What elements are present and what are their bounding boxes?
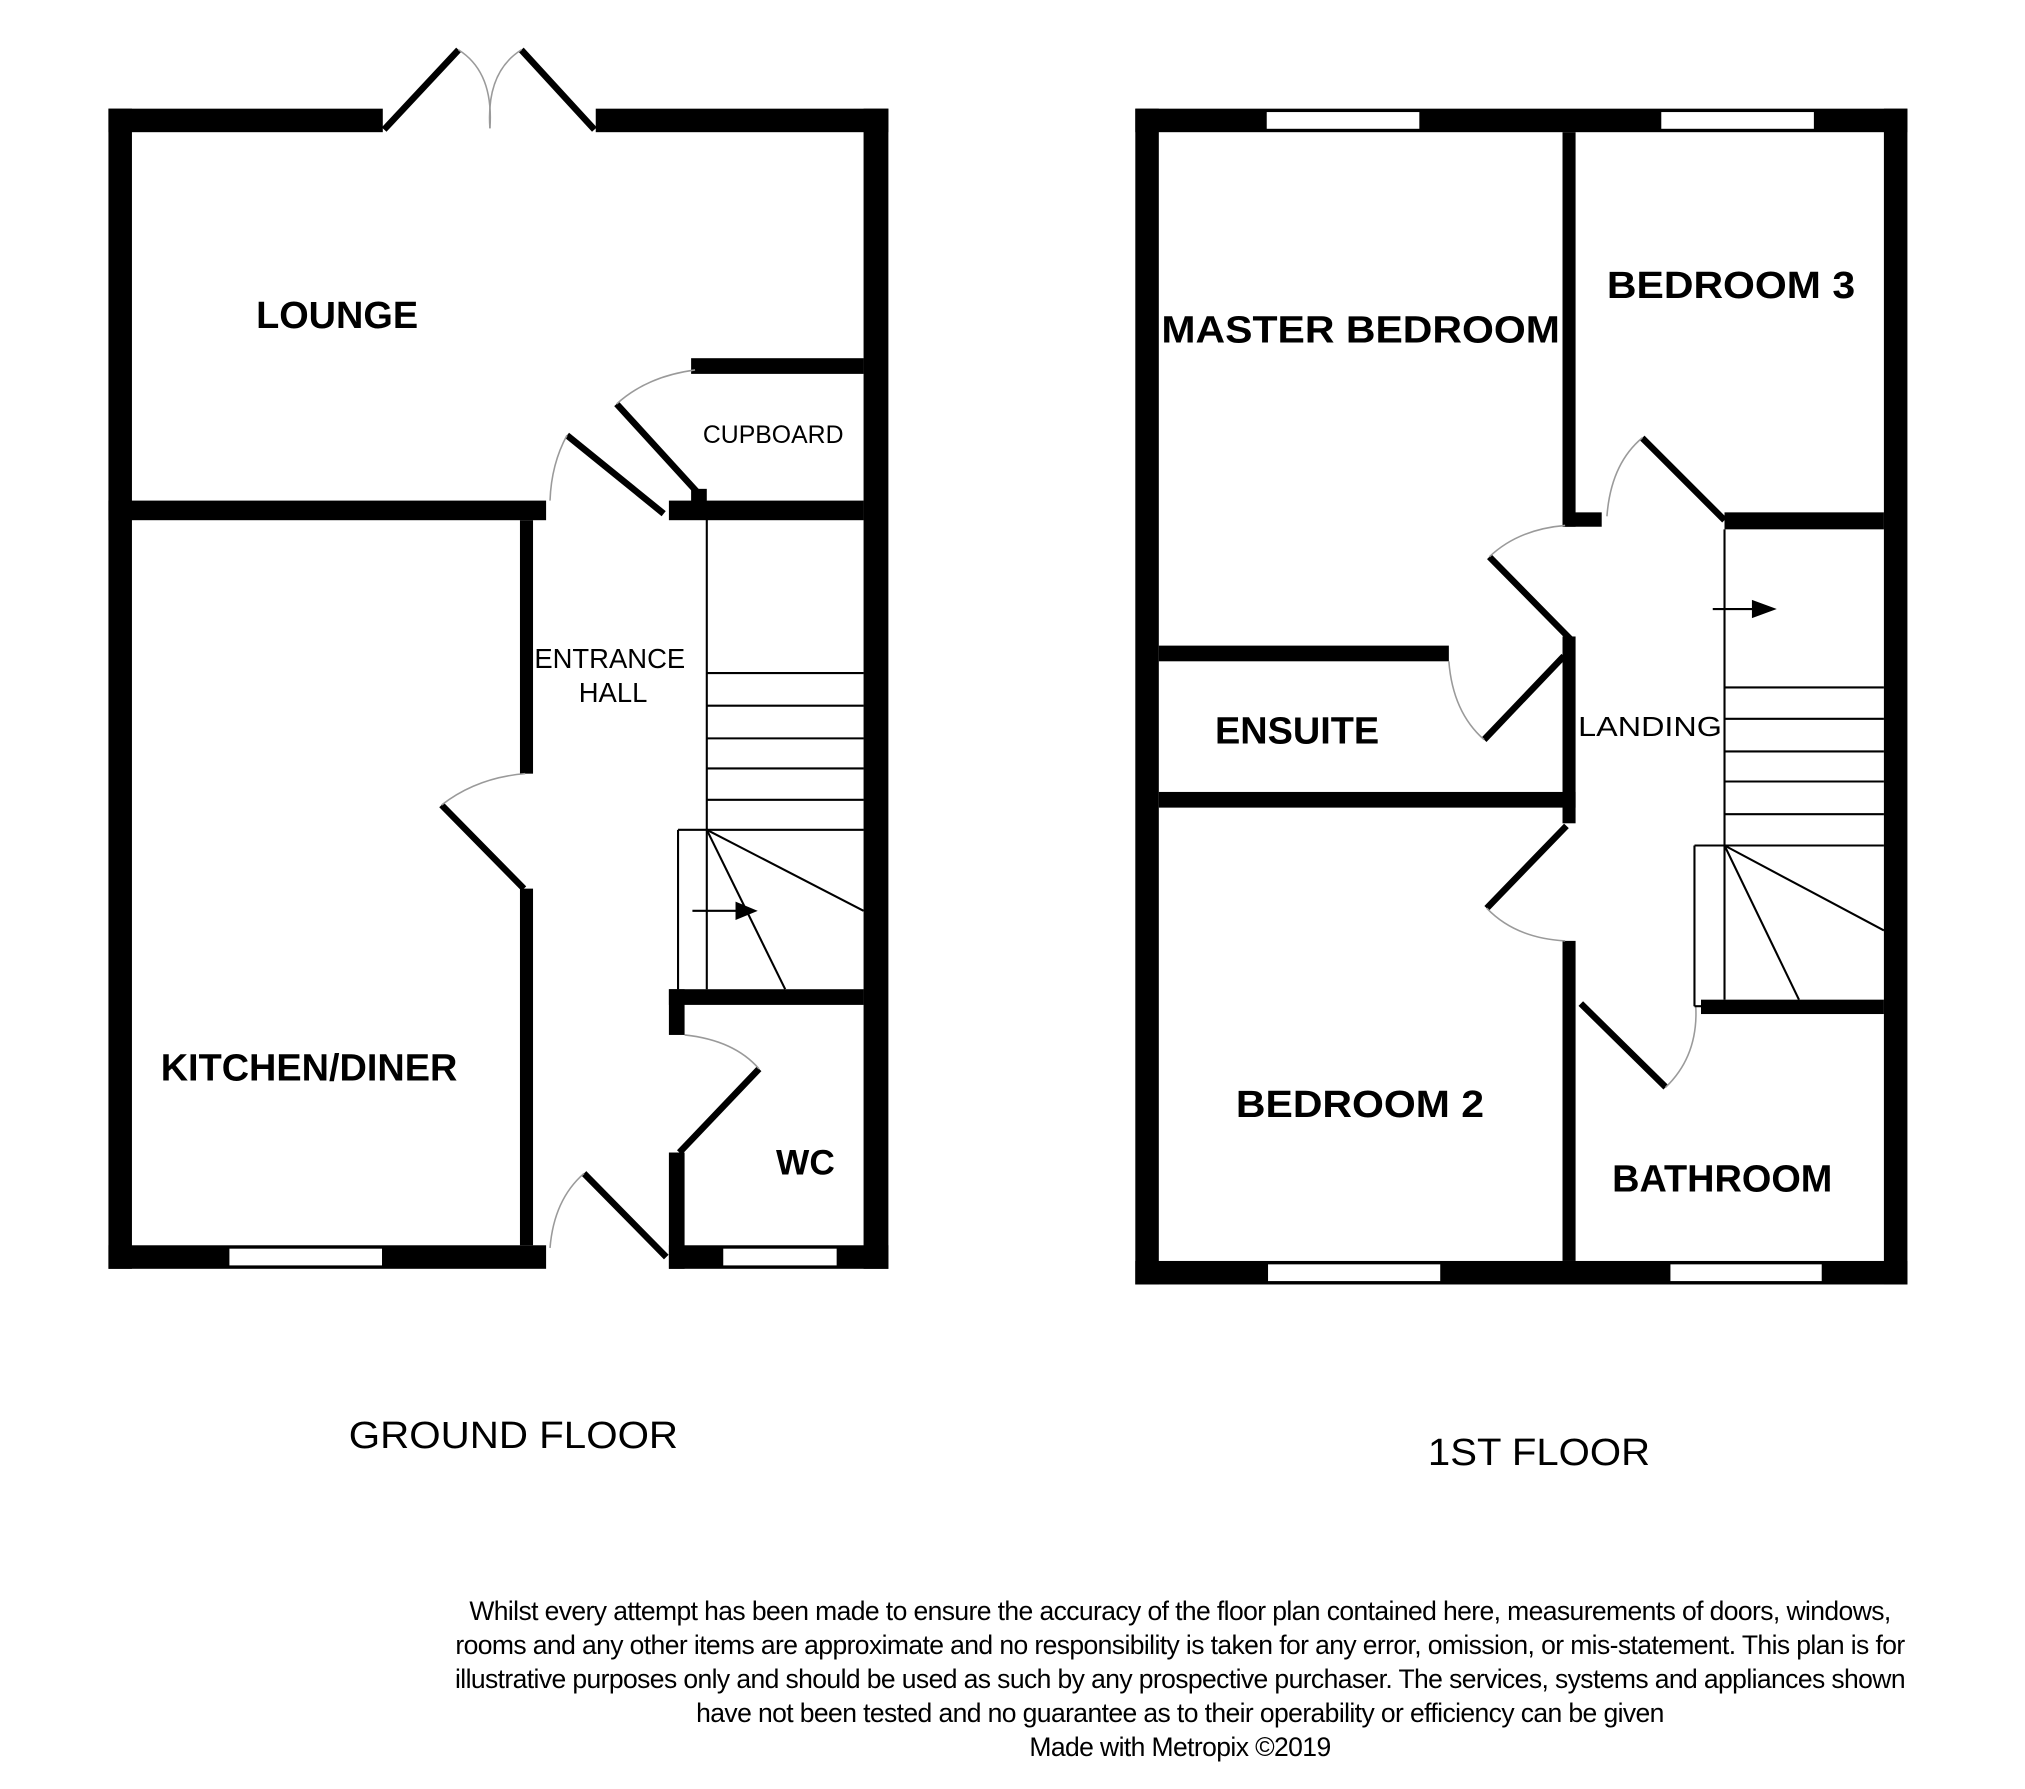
door-swing-arc: [1486, 907, 1566, 942]
wall: [108, 108, 132, 1269]
window: [227, 1247, 384, 1267]
lounge-door: [564, 432, 666, 517]
window: [721, 1247, 839, 1267]
ensuite-door: [1481, 653, 1567, 742]
wall: [108, 500, 547, 521]
first-floor-plan: MASTER BEDROOM BEDROOM 3 ENSUITE LANDING…: [1135, 108, 1908, 1285]
room-label-master-bedroom: MASTER BEDROOM: [1161, 310, 1559, 352]
disclaimer-text: Whilst every attempt has been made to en…: [440, 1594, 1920, 1764]
room-label-entrance-hall: HALL: [579, 677, 648, 708]
door-swing-arc: [549, 1172, 585, 1248]
door-swing-arc: [488, 49, 522, 129]
door-swing-arc: [458, 49, 492, 129]
kitchen-door: [439, 802, 527, 891]
wall: [595, 108, 889, 133]
room-label-bathroom: BATHROOM: [1612, 1159, 1832, 1201]
wall: [668, 500, 864, 521]
cupboard-door: [614, 401, 702, 497]
wall: [691, 358, 864, 374]
wall: [1135, 108, 1159, 1285]
door-swing-arc: [549, 434, 568, 501]
wall: [668, 989, 864, 1005]
bedroom-2-door: [1484, 823, 1569, 911]
wall: [1158, 791, 1576, 808]
room-label-cupboard: CUPBOARD: [703, 422, 844, 449]
wall: [1724, 512, 1884, 530]
first-floor-title: 1ST FLOOR: [1428, 1432, 1650, 1474]
wall: [668, 1152, 685, 1269]
room-label-landing: LANDING: [1578, 711, 1722, 742]
metropix-credit: Made with Metropix ©2019: [1029, 1732, 1331, 1762]
window: [1265, 110, 1421, 131]
bedroom-3-door: [1639, 435, 1727, 523]
room-label-ensuite: ENSUITE: [1215, 711, 1379, 753]
door-swing-arc: [441, 772, 526, 806]
wc-door: [676, 1066, 762, 1155]
door-swing-arc: [1448, 661, 1485, 741]
door-swing-arc: [1488, 524, 1566, 558]
arrow-head-icon: [1751, 599, 1777, 619]
wall: [1701, 999, 1884, 1015]
wall: [863, 108, 889, 1269]
staircase: [1693, 529, 1885, 1008]
french-door-left: [381, 47, 461, 132]
wall: [1562, 512, 1602, 527]
wall: [1883, 108, 1908, 1285]
master-bedroom-door: [1487, 554, 1573, 642]
french-door-right: [518, 47, 597, 132]
window: [1659, 110, 1816, 131]
window: [1266, 1262, 1442, 1283]
wall: [519, 888, 534, 1246]
door-swing-arc: [684, 1034, 760, 1070]
bathroom-door: [1578, 1001, 1669, 1090]
door-swing-arc: [616, 369, 696, 405]
wall: [1562, 636, 1576, 824]
wall: [1562, 132, 1576, 527]
wall: [519, 520, 534, 774]
arrow-head-icon: [735, 901, 758, 920]
ground-floor-plan: LOUNGE CUPBOARD ENTRANCE HALL KITCHEN/DI…: [108, 47, 889, 1269]
ground-floor-title: GROUND FLOOR: [349, 1415, 678, 1457]
wall: [668, 989, 685, 1035]
room-label-bedroom-2: BEDROOM 2: [1236, 1084, 1484, 1126]
door-swing-arc: [1606, 437, 1643, 517]
room-label-lounge: LOUNGE: [256, 295, 418, 337]
window: [1668, 1262, 1824, 1283]
room-label-entrance-hall: ENTRANCE: [534, 643, 685, 674]
wall: [1158, 645, 1449, 662]
room-label-wc: WC: [776, 1144, 835, 1183]
wall: [1562, 940, 1576, 1261]
disclaimer-body: Whilst every attempt has been made to en…: [455, 1596, 1906, 1728]
staircase: [677, 501, 865, 990]
room-label-kitchen-diner: KITCHEN/DINER: [161, 1048, 458, 1090]
door-swing-arc: [1665, 1006, 1697, 1088]
room-label-bedroom-3: BEDROOM 3: [1607, 265, 1855, 307]
front-door: [581, 1171, 669, 1260]
wall: [108, 108, 383, 133]
